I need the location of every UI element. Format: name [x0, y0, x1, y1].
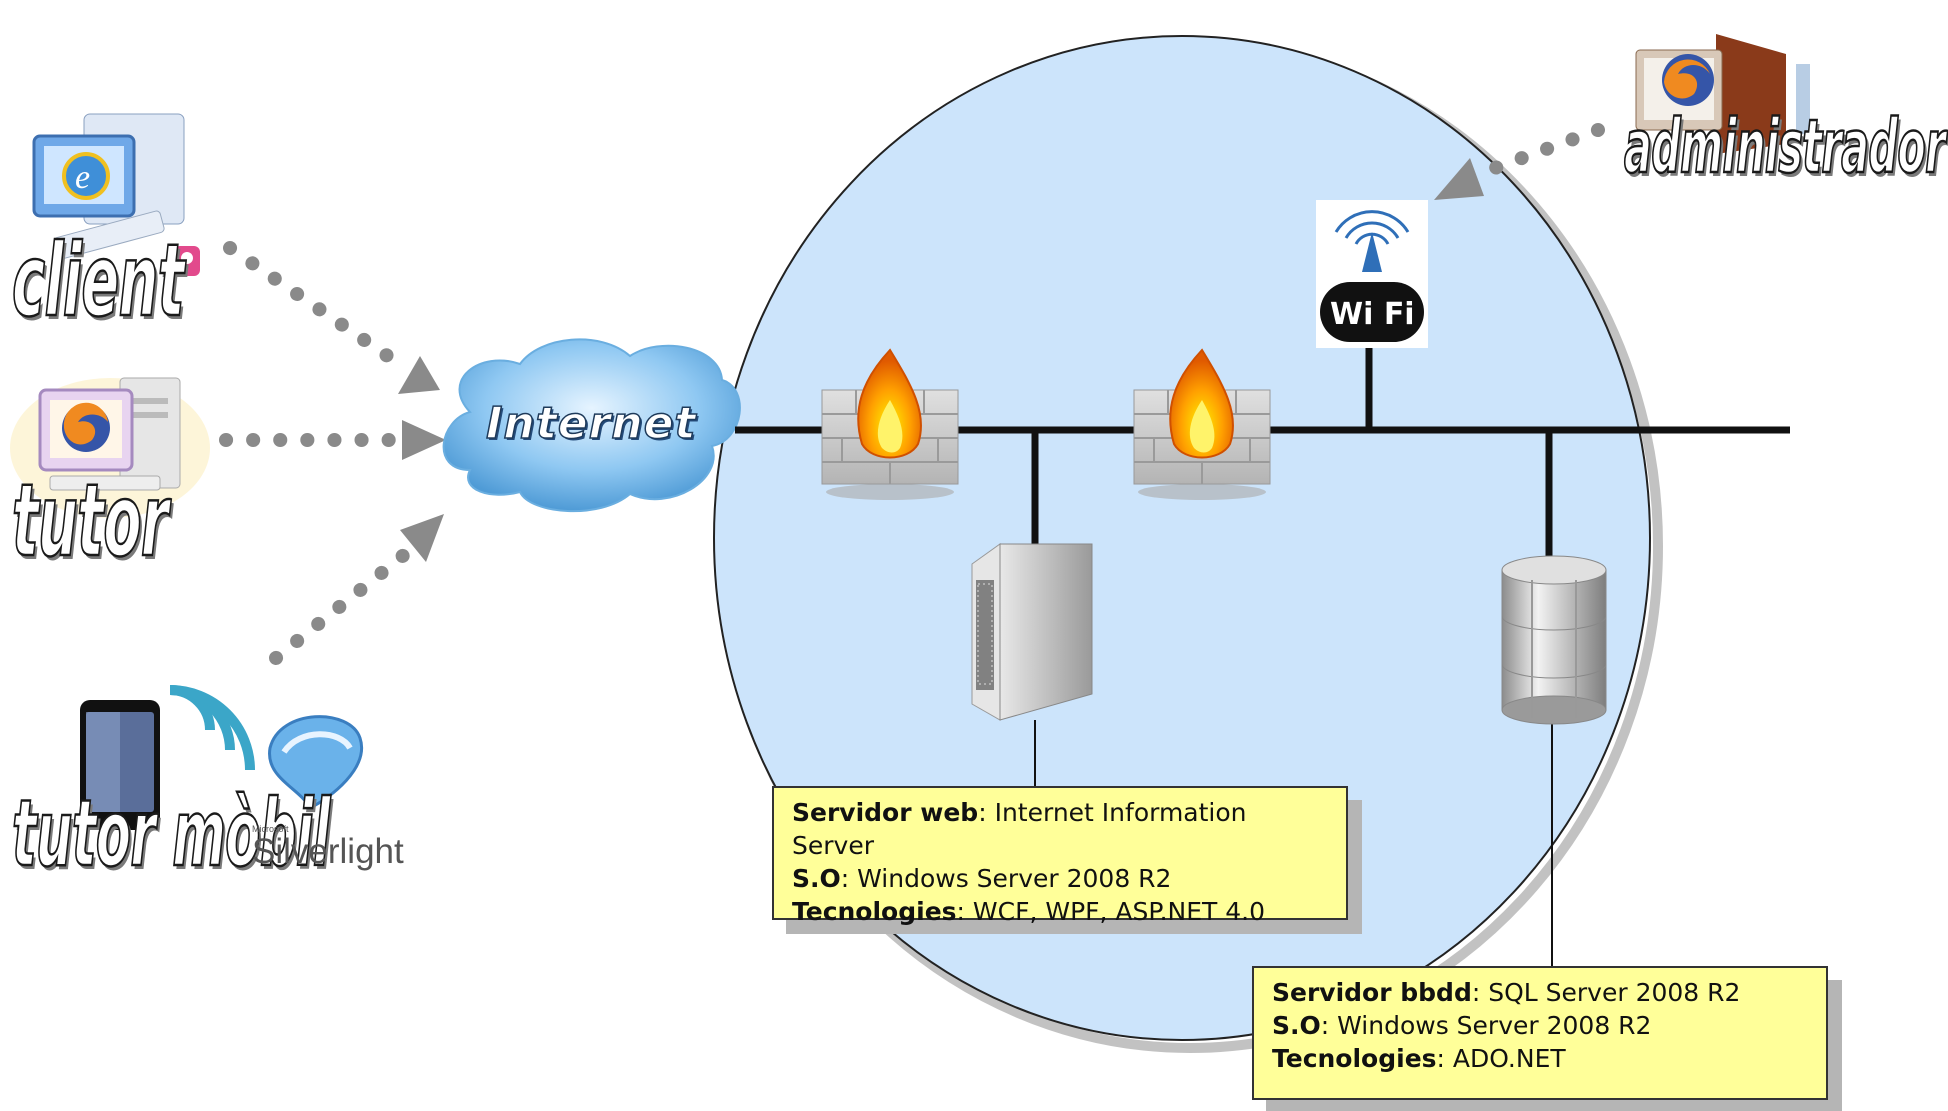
- internet-cloud-icon: [442, 338, 741, 512]
- silverlight-maker-text: Microsoft: [252, 824, 289, 834]
- computer-firefox-icon: [10, 377, 210, 518]
- web-server-tech-key: Tecnologies: [792, 897, 957, 926]
- db-server-os-value: : Windows Server 2008 R2: [1320, 1011, 1652, 1040]
- computer-ie-icon: e: [32, 113, 200, 276]
- db-server-os-row: S.O: Windows Server 2008 R2: [1272, 1009, 1808, 1042]
- smartphone-icon: [80, 700, 160, 830]
- web-server-os-row: S.O: Windows Server 2008 R2: [792, 862, 1328, 895]
- wifi-antenna-icon: Wi Fi: [1316, 200, 1428, 348]
- web-server-title-row: Servidor web: Internet Information Serve…: [792, 796, 1328, 862]
- internet-label: Internet: [485, 397, 697, 450]
- arrow-admin-wifi: [1434, 123, 1605, 200]
- tutor-mobil-label: tutor mòbil: [11, 779, 331, 889]
- web-server-info-box: Servidor web: Internet Information Serve…: [772, 786, 1348, 926]
- arrow-tutor-internet: [219, 420, 446, 460]
- admin-computer-icon: [1635, 34, 1810, 154]
- database-icon: [1501, 555, 1607, 725]
- administrador-label: administrador: [1623, 103, 1946, 192]
- db-server-title-value: : SQL Server 2008 R2: [1471, 978, 1741, 1007]
- db-server-tech-row: Tecnologies: ADO.NET: [1272, 1042, 1808, 1075]
- firewall-icon: [1133, 348, 1271, 500]
- silverlight-brand-text: Silverlight: [252, 832, 404, 871]
- web-server-title-value: : Internet Information Server: [792, 798, 1247, 860]
- db-server-title-row: Servidor bbdd: SQL Server 2008 R2: [1272, 976, 1808, 1009]
- silverlight-logo-icon: [268, 715, 364, 811]
- client-label: client: [11, 221, 185, 341]
- web-server-os-value: : Windows Server 2008 R2: [840, 864, 1172, 893]
- db-server-tech-key: Tecnologies: [1272, 1044, 1437, 1073]
- web-server-os-key: S.O: [792, 864, 841, 893]
- arrow-client-internet: [223, 241, 440, 394]
- arrow-mobile-internet: [269, 514, 444, 665]
- db-server-title: Servidor bbdd: [1272, 978, 1472, 1007]
- db-server-tech-value: : ADO.NET: [1436, 1044, 1566, 1073]
- svg-text:e: e: [75, 159, 90, 196]
- firewall-icon: [821, 348, 959, 500]
- web-server-tech-value: : WCF, WPF, ASP.NET 4.0: [956, 897, 1265, 926]
- wireless-signal-icon: [169, 685, 255, 771]
- tutor-label: tutor: [11, 461, 169, 581]
- web-server-icon: [971, 543, 1093, 721]
- web-server-tech-row: Tecnologies: WCF, WPF, ASP.NET 4.0: [792, 895, 1328, 928]
- db-server-os-key: S.O: [1272, 1011, 1321, 1040]
- wifi-logo-text: Wi Fi: [1330, 297, 1415, 332]
- web-server-title: Servidor web: [792, 798, 979, 827]
- db-server-info-box: Servidor bbdd: SQL Server 2008 R2 S.O: W…: [1252, 966, 1828, 1100]
